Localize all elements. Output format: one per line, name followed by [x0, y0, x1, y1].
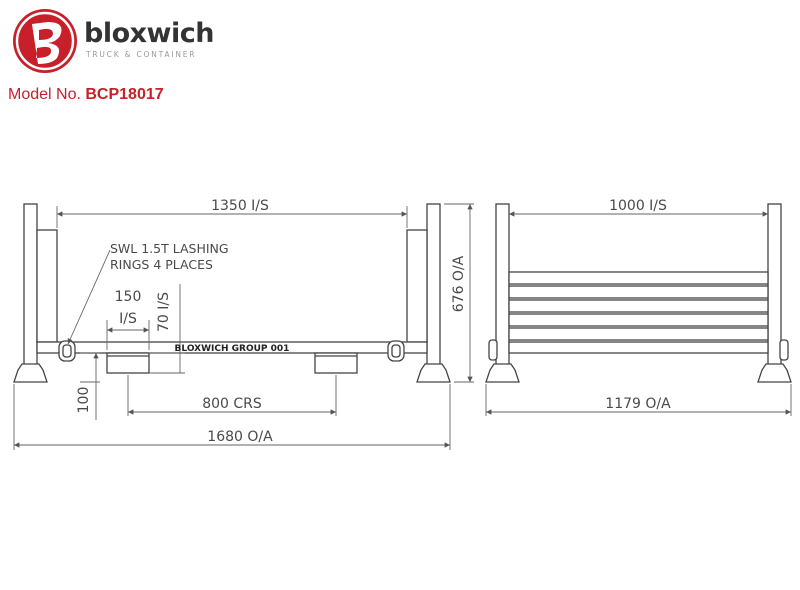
fork-pocket-left: [106, 352, 150, 374]
lashing-note-line2: RINGS 4 PLACES: [110, 257, 213, 272]
right-foot: [416, 363, 451, 383]
pocket-height-label: 70 I/S: [156, 292, 172, 332]
front-inner-span-label: 1350 I/S: [211, 198, 269, 214]
frame-marking: BLOXWICH GROUP 001: [175, 344, 290, 354]
side-rail-1: [508, 271, 769, 285]
overall-length-label: 1680 O/A: [207, 429, 273, 445]
side-rail-base: [508, 341, 769, 354]
side-right-post: [767, 203, 782, 369]
pocket-centres-label: 800 CRS: [202, 396, 262, 412]
side-left-foot: [485, 363, 520, 383]
lashing-ring-right: [387, 340, 405, 362]
left-post: [23, 203, 38, 369]
side-lashing-ring-right: [779, 339, 789, 361]
right-post-plate: [406, 229, 428, 343]
brand-tagline: TRUCK & CONTAINER: [86, 50, 197, 59]
side-overall-width-label: 1179 O/A: [605, 396, 671, 412]
bloxwich-logo: [13, 9, 77, 73]
side-right-foot: [757, 363, 792, 383]
model-label: Model No.: [8, 86, 81, 103]
front-view: [13, 203, 451, 383]
side-left-post: [495, 203, 510, 369]
model-number: BCP18017: [85, 86, 164, 103]
left-foot: [13, 363, 48, 383]
fork-pocket-right: [314, 352, 358, 374]
pocket-width-value: 150: [115, 289, 142, 305]
lashing-note-line1: SWL 1.5T LASHING: [110, 241, 229, 256]
model-number-line: Model No. BCP18017: [8, 86, 164, 104]
foot-height-label: 100: [76, 387, 92, 414]
side-lashing-ring-left: [488, 339, 498, 361]
right-post: [426, 203, 441, 369]
side-rail-4: [508, 313, 769, 327]
side-rail-5: [508, 327, 769, 341]
logo-badge-ring: [15, 11, 75, 71]
side-rail-3: [508, 299, 769, 313]
side-inner-span-label: 1000 I/S: [609, 198, 667, 214]
pocket-width-unit: I/S: [119, 311, 137, 327]
brand-name: bloxwich: [84, 18, 214, 49]
base-frame: [36, 341, 428, 354]
lashing-ring-left: [58, 340, 76, 362]
left-post-plate: [36, 229, 58, 343]
overall-height-label: 676 O/A: [451, 255, 467, 312]
side-view: [485, 203, 792, 383]
logo-b-mark: [32, 22, 62, 64]
side-rail-2: [508, 285, 769, 299]
